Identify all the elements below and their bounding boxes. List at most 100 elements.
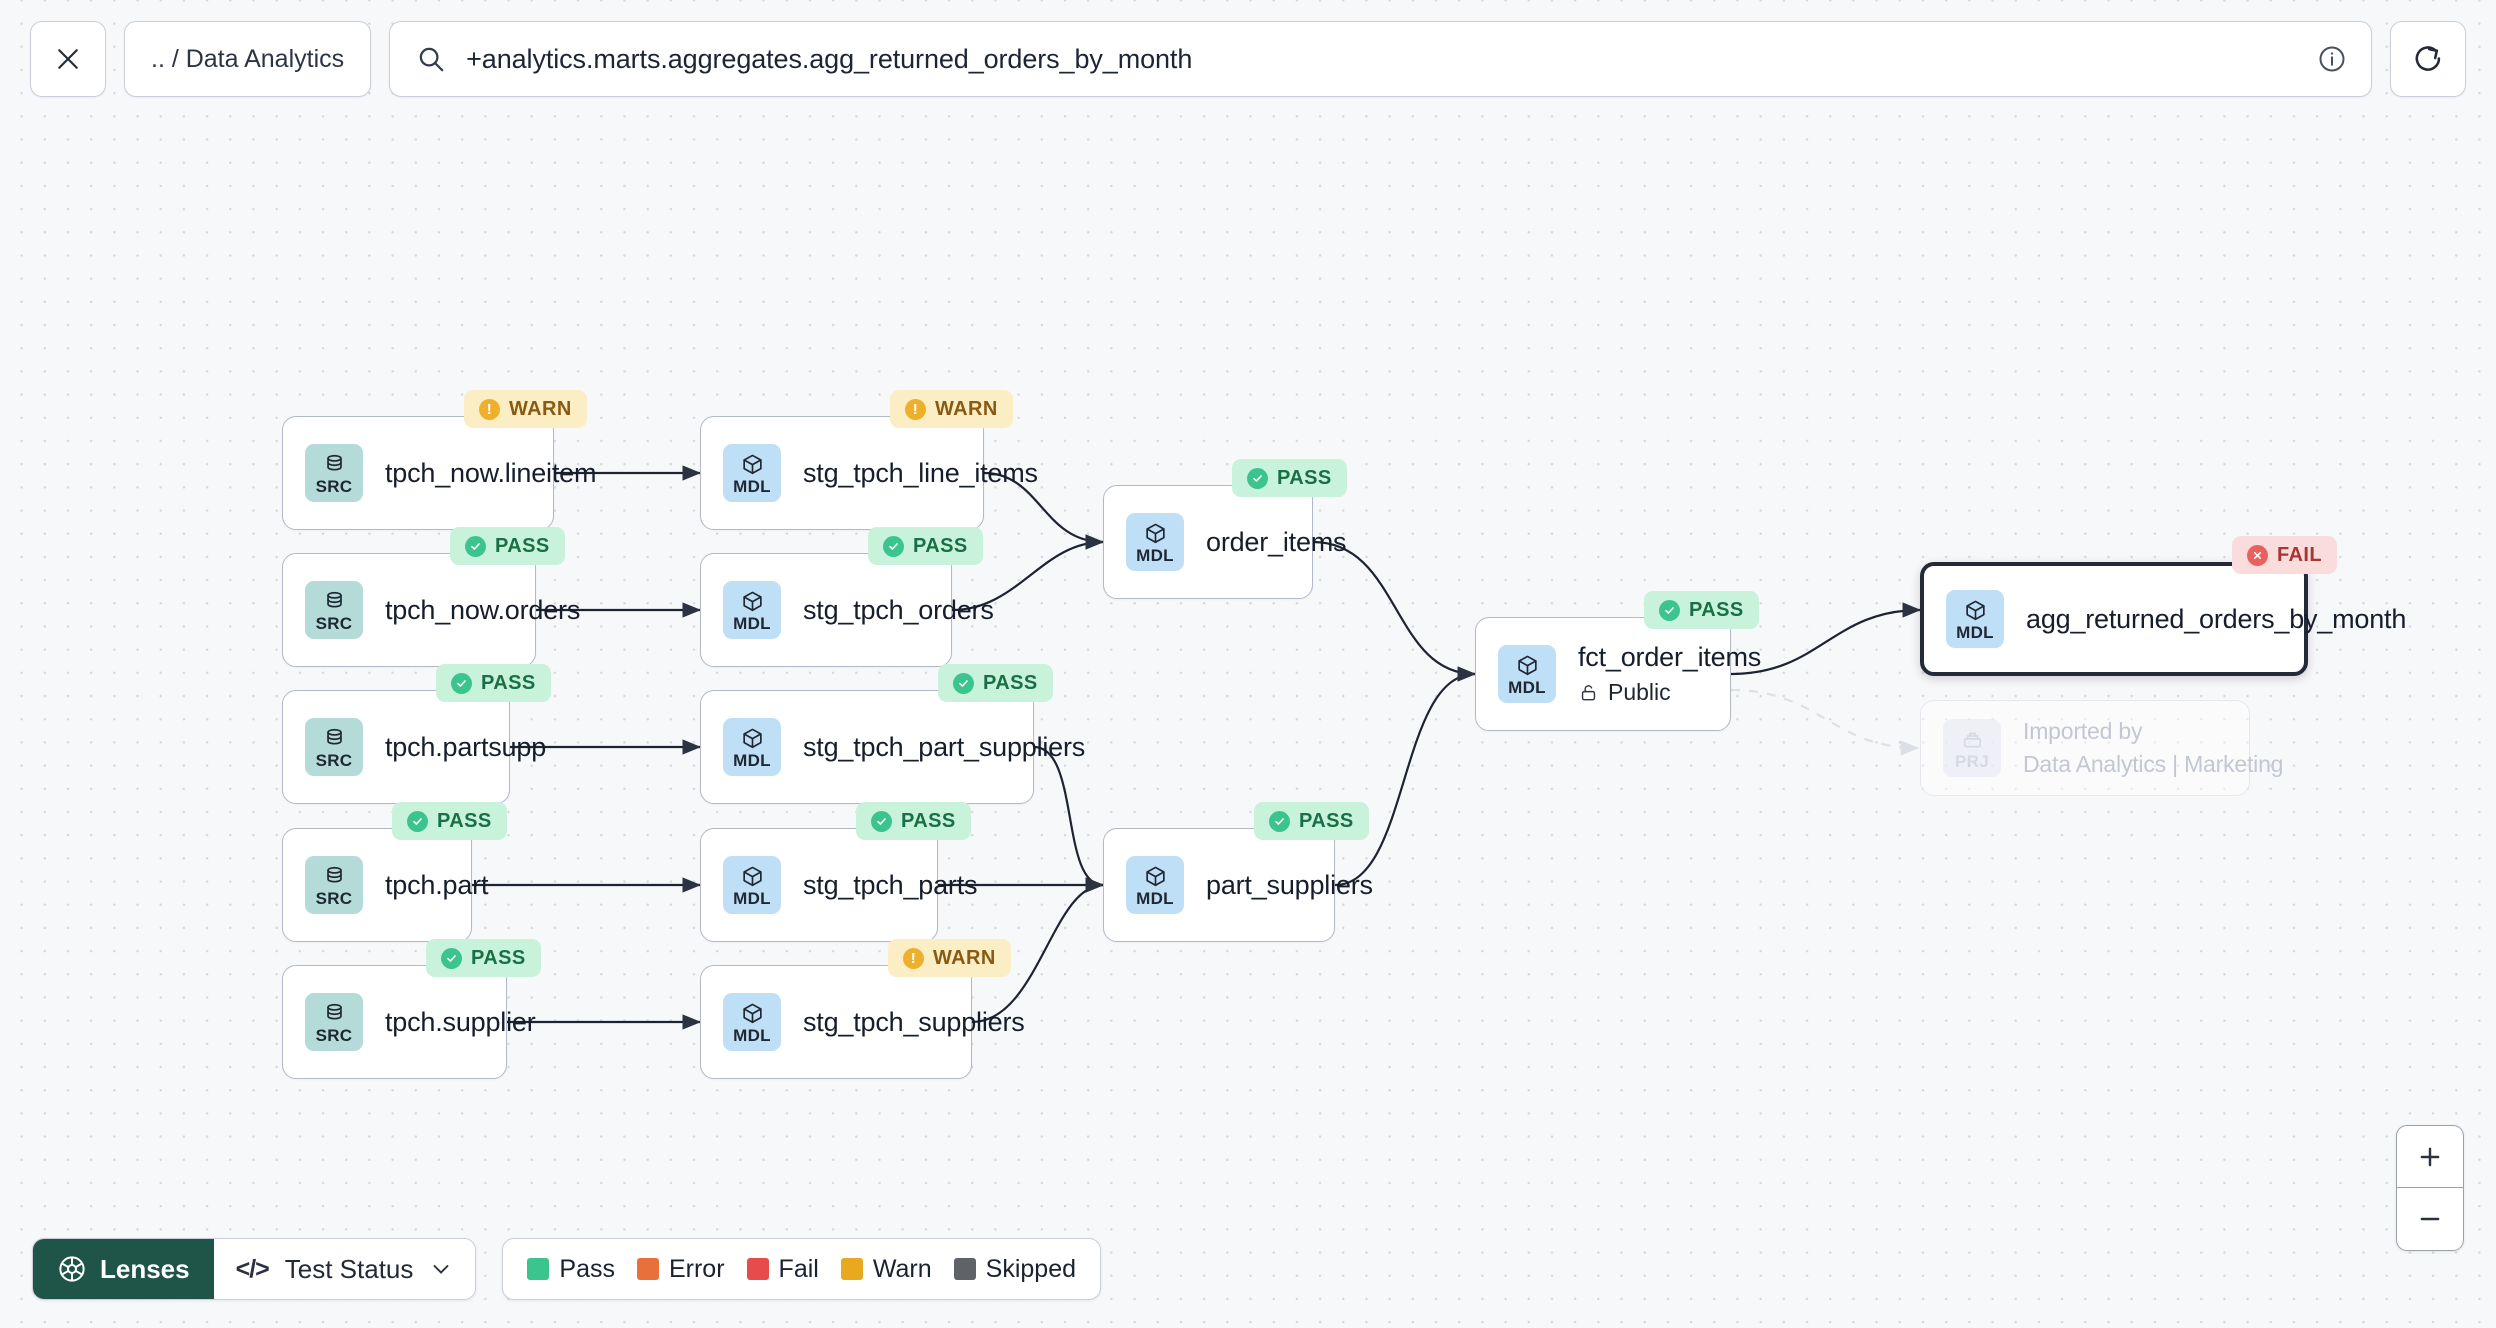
status-badge[interactable]: PASS <box>856 802 971 840</box>
node-title: stg_tpch_parts <box>803 869 978 900</box>
legend-item-warn[interactable]: Warn <box>840 1254 932 1284</box>
node-body: order_items <box>1206 527 1347 558</box>
mdl-type-tile: MDL <box>723 856 781 914</box>
breadcrumb[interactable]: .. / Data Analytics <box>124 21 372 97</box>
node-type-label: SRC <box>315 476 353 496</box>
legend-swatch <box>636 1258 659 1280</box>
zoom-in-button[interactable] <box>2397 1126 2463 1188</box>
mdl-icon <box>742 1003 762 1023</box>
mdl-icon <box>742 866 762 886</box>
mdl-type-tile: MDL <box>1498 645 1556 703</box>
bottom-toolbar: Lenses </> Test Status Pass Error Fail Warn… <box>32 1238 1102 1300</box>
src-icon <box>326 866 342 883</box>
node-body: stg_tpch_parts <box>803 869 978 901</box>
check-icon <box>471 542 480 550</box>
status-badge-label: WARN <box>933 946 996 969</box>
zoom-out-button[interactable] <box>2397 1188 2463 1250</box>
status-badge-label: PASS <box>1689 598 1744 621</box>
pass-status-icon <box>883 535 904 557</box>
node-title: tpch.partsupp <box>385 731 547 762</box>
lineage-node-tpch_now.lineitem[interactable]: SRC tpch_now.lineitem <box>282 416 597 530</box>
legend-item-pass[interactable]: Pass <box>527 1255 615 1284</box>
src-type-tile: SRC <box>305 581 363 639</box>
node-title: tpch_now.lineitem <box>385 457 597 488</box>
close-button[interactable] <box>30 21 106 97</box>
node-type-label: SRC <box>315 613 353 633</box>
node-body: tpch.part <box>385 870 488 901</box>
x-icon <box>2253 551 2262 559</box>
mdl-icon <box>1517 655 1537 675</box>
legend-label: Warn <box>872 1254 932 1283</box>
src-type-tile: SRC <box>305 993 363 1051</box>
node-body: tpch.partsupp <box>385 731 547 763</box>
node-type-label: MDL <box>733 1025 771 1045</box>
status-badge-label: PASS <box>1299 809 1354 832</box>
legend-item-skipped[interactable]: Skipped <box>953 1255 1076 1284</box>
pass-status-icon <box>1269 810 1290 832</box>
code-icon: </> <box>235 1254 270 1283</box>
node-type-label: MDL <box>1956 622 1994 642</box>
status-badge[interactable]: PASS <box>1232 459 1347 497</box>
status-badge[interactable]: FAIL <box>2232 536 2337 574</box>
legend-item-fail[interactable]: Fail <box>746 1254 819 1284</box>
status-badge[interactable]: !WARN <box>464 390 587 428</box>
status-badge[interactable]: PASS <box>868 527 983 565</box>
prj-type-tile: PRJ <box>1943 719 2001 777</box>
status-badge-label: PASS <box>983 671 1038 694</box>
lenses-button[interactable]: Lenses <box>33 1239 214 1299</box>
status-badge[interactable]: PASS <box>1254 802 1369 840</box>
check-icon <box>1665 606 1674 614</box>
legend-item-error[interactable]: Error <box>636 1255 725 1284</box>
legend-swatch <box>527 1258 550 1280</box>
status-badge[interactable]: PASS <box>450 527 565 565</box>
lenses-label: Lenses <box>100 1253 190 1284</box>
legend-label: Fail <box>778 1254 819 1283</box>
status-badge[interactable]: PASS <box>1644 591 1759 629</box>
node-body: tpch_now.lineitem <box>385 457 597 489</box>
exclamation-icon: ! <box>912 400 919 418</box>
status-badge[interactable]: !WARN <box>890 390 1013 428</box>
aperture-icon <box>59 1256 85 1282</box>
mdl-icon <box>742 454 762 474</box>
check-icon <box>959 679 968 687</box>
src-icon <box>326 1003 342 1020</box>
search-bar[interactable]: +analytics.marts.aggregates.agg_returned… <box>389 21 2372 97</box>
status-badge[interactable]: PASS <box>392 802 507 840</box>
check-icon <box>877 817 886 825</box>
pass-status-icon <box>1659 599 1680 621</box>
src-type-tile: SRC <box>305 718 363 776</box>
lineage-node-tpch.partsupp[interactable]: SRC tpch.partsupp <box>282 690 547 804</box>
status-badge[interactable]: PASS <box>938 664 1053 702</box>
node-title: stg_tpch_orders <box>803 594 994 625</box>
info-icon[interactable] <box>2317 44 2347 74</box>
status-badge[interactable]: PASS <box>426 939 541 977</box>
pass-status-icon <box>441 947 462 969</box>
node-type-label: MDL <box>1508 677 1546 697</box>
refresh-button[interactable] <box>2390 21 2466 97</box>
node-type-label: MDL <box>733 888 771 908</box>
pass-status-icon <box>451 672 472 694</box>
node-body: stg_tpch_orders <box>803 594 994 626</box>
imported-by-project: Data Analytics | Marketing <box>2023 751 2284 777</box>
status-badge[interactable]: !WARN <box>888 939 1011 977</box>
test-status-dropdown[interactable]: </> Test Status <box>213 1239 476 1299</box>
src-type-tile: SRC <box>305 444 363 502</box>
status-badge[interactable]: PASS <box>436 664 551 702</box>
search-input[interactable]: +analytics.marts.aggregates.agg_returned… <box>466 43 1193 74</box>
unlock-icon <box>1581 685 1596 701</box>
lineage-node-stg_tpch_parts[interactable]: MDL stg_tpch_parts <box>700 828 978 942</box>
